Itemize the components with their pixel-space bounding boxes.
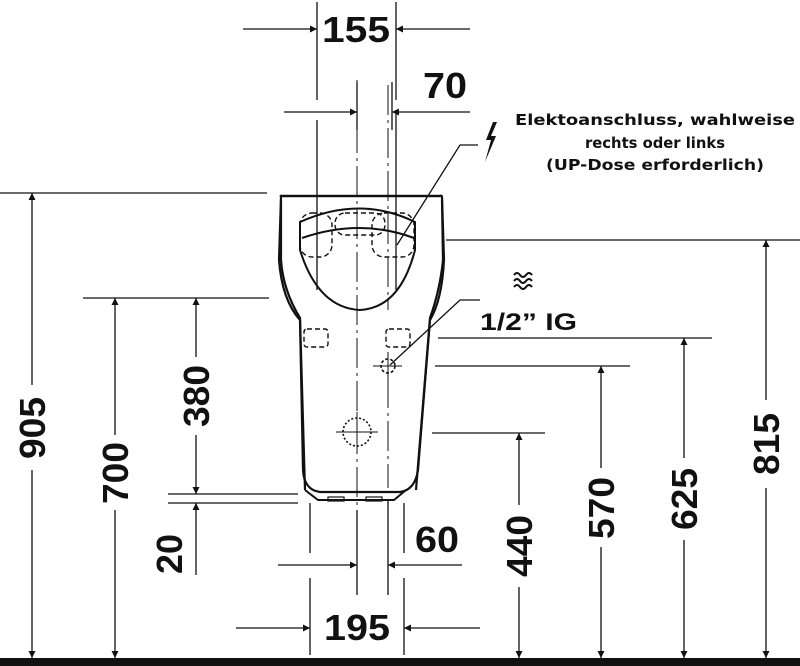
dim-inlet-spacing: 380 xyxy=(176,365,217,427)
dim-base-gap: 20 xyxy=(149,534,190,574)
water-connection-label: 1/2” IG xyxy=(480,309,577,336)
dim-bottom-width: 195 xyxy=(324,607,390,648)
dim-feed-height: 625 xyxy=(664,468,705,530)
electric-note-line1: Elektoanschluss, wahlweise xyxy=(515,111,795,129)
electric-note-line2: rechts oder links xyxy=(585,134,725,152)
dim-bottom-offset: 60 xyxy=(415,519,459,560)
dim-top-offset: 70 xyxy=(423,65,467,106)
lightning-bolt-icon xyxy=(485,122,497,162)
water-inlet-marker xyxy=(373,352,402,378)
dim-rim-height: 700 xyxy=(95,442,136,504)
floor-line xyxy=(0,658,800,666)
dimension-arrows xyxy=(28,25,770,658)
dim-overall-height: 905 xyxy=(12,397,53,459)
urinal-outline xyxy=(277,194,446,502)
leader-lines xyxy=(389,144,480,366)
dim-water-inlet-height: 570 xyxy=(581,477,622,539)
dim-outlet-height: 440 xyxy=(499,515,540,577)
dim-top-width: 155 xyxy=(322,9,390,50)
center-lines xyxy=(356,80,389,520)
water-waves-icon xyxy=(513,272,533,290)
dim-top-rim-height: 815 xyxy=(746,413,787,475)
electric-note-line3: (UP-Dose erforderlich) xyxy=(546,156,764,174)
